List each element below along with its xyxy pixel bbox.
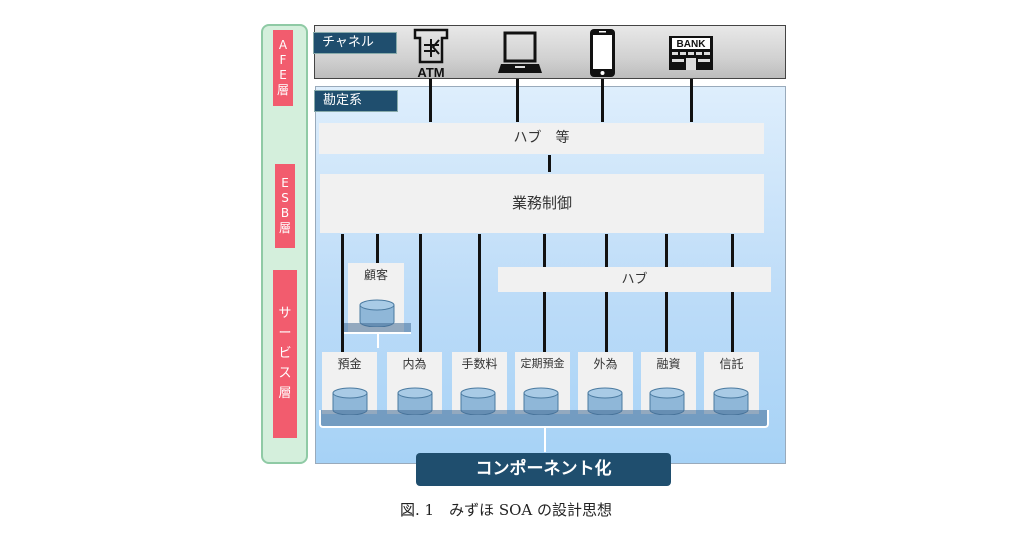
smartphone-icon <box>590 29 615 77</box>
service-label: 内為 <box>402 357 427 371</box>
layer-tag-service: サ ー ビ ス 層 <box>273 270 297 438</box>
layer-char: B <box>280 206 290 220</box>
database-icon <box>460 387 496 415</box>
service-label: 融資 <box>656 357 681 371</box>
service-label: 手数料 <box>461 357 498 371</box>
component-shelf <box>319 410 769 428</box>
layer-char: サ <box>278 306 292 321</box>
service-label: 預金 <box>337 357 362 371</box>
layer-char: ス <box>278 366 292 381</box>
bank-text: BANK <box>677 39 707 50</box>
bank-branch-icon: BANK <box>669 36 713 70</box>
connector-line <box>429 79 432 122</box>
laptop-icon <box>498 31 542 73</box>
layer-char: 層 <box>278 386 292 401</box>
bracket-tick <box>544 428 546 452</box>
figure-caption: 図. 1 みずほ SOA の設計思想 <box>400 501 613 519</box>
layer-char: 層 <box>276 83 289 97</box>
accounting-label: 勘定系 <box>314 90 398 112</box>
customer-shelf <box>344 323 411 334</box>
database-icon <box>359 299 395 327</box>
connector-line <box>341 234 344 354</box>
hub-etc-box: ハブ 等 <box>319 123 764 154</box>
hub-box: ハブ <box>498 267 771 292</box>
atm-text: ATM <box>417 65 444 79</box>
channel-label: チャネル <box>313 32 397 54</box>
connector-line <box>376 234 379 264</box>
componentization-label: コンポーネント化 <box>416 453 671 486</box>
layer-char: A <box>278 38 288 52</box>
bracket-tick <box>377 334 379 348</box>
business-control-box: 業務制御 <box>320 174 764 233</box>
layer-tag-afe: A F E 層 <box>273 30 293 106</box>
layer-char: 層 <box>278 221 291 235</box>
connector-line <box>543 234 546 354</box>
atm-icon: ATM <box>413 28 449 79</box>
layer-char: E <box>279 68 287 82</box>
layer-char: S <box>281 191 289 205</box>
connector-line <box>665 234 668 354</box>
database-icon <box>523 387 559 415</box>
connector-line <box>605 234 608 354</box>
connector-line <box>731 234 734 354</box>
connector-line <box>419 234 422 354</box>
service-label: 定期預金 <box>520 357 565 370</box>
connector-line <box>690 79 693 122</box>
connector-line <box>548 155 551 172</box>
layer-char: ー <box>278 326 292 341</box>
connector-line <box>478 234 481 354</box>
connector-line <box>516 79 519 122</box>
layer-tag-esb: E S B 層 <box>275 164 295 248</box>
layer-char: F <box>279 53 287 67</box>
layer-char: E <box>281 176 289 190</box>
connector-line <box>601 79 604 122</box>
layer-char: ビ <box>278 346 292 361</box>
service-label: 信託 <box>719 357 744 371</box>
service-label: 外為 <box>593 357 618 371</box>
customer-label: 顧客 <box>363 268 388 282</box>
